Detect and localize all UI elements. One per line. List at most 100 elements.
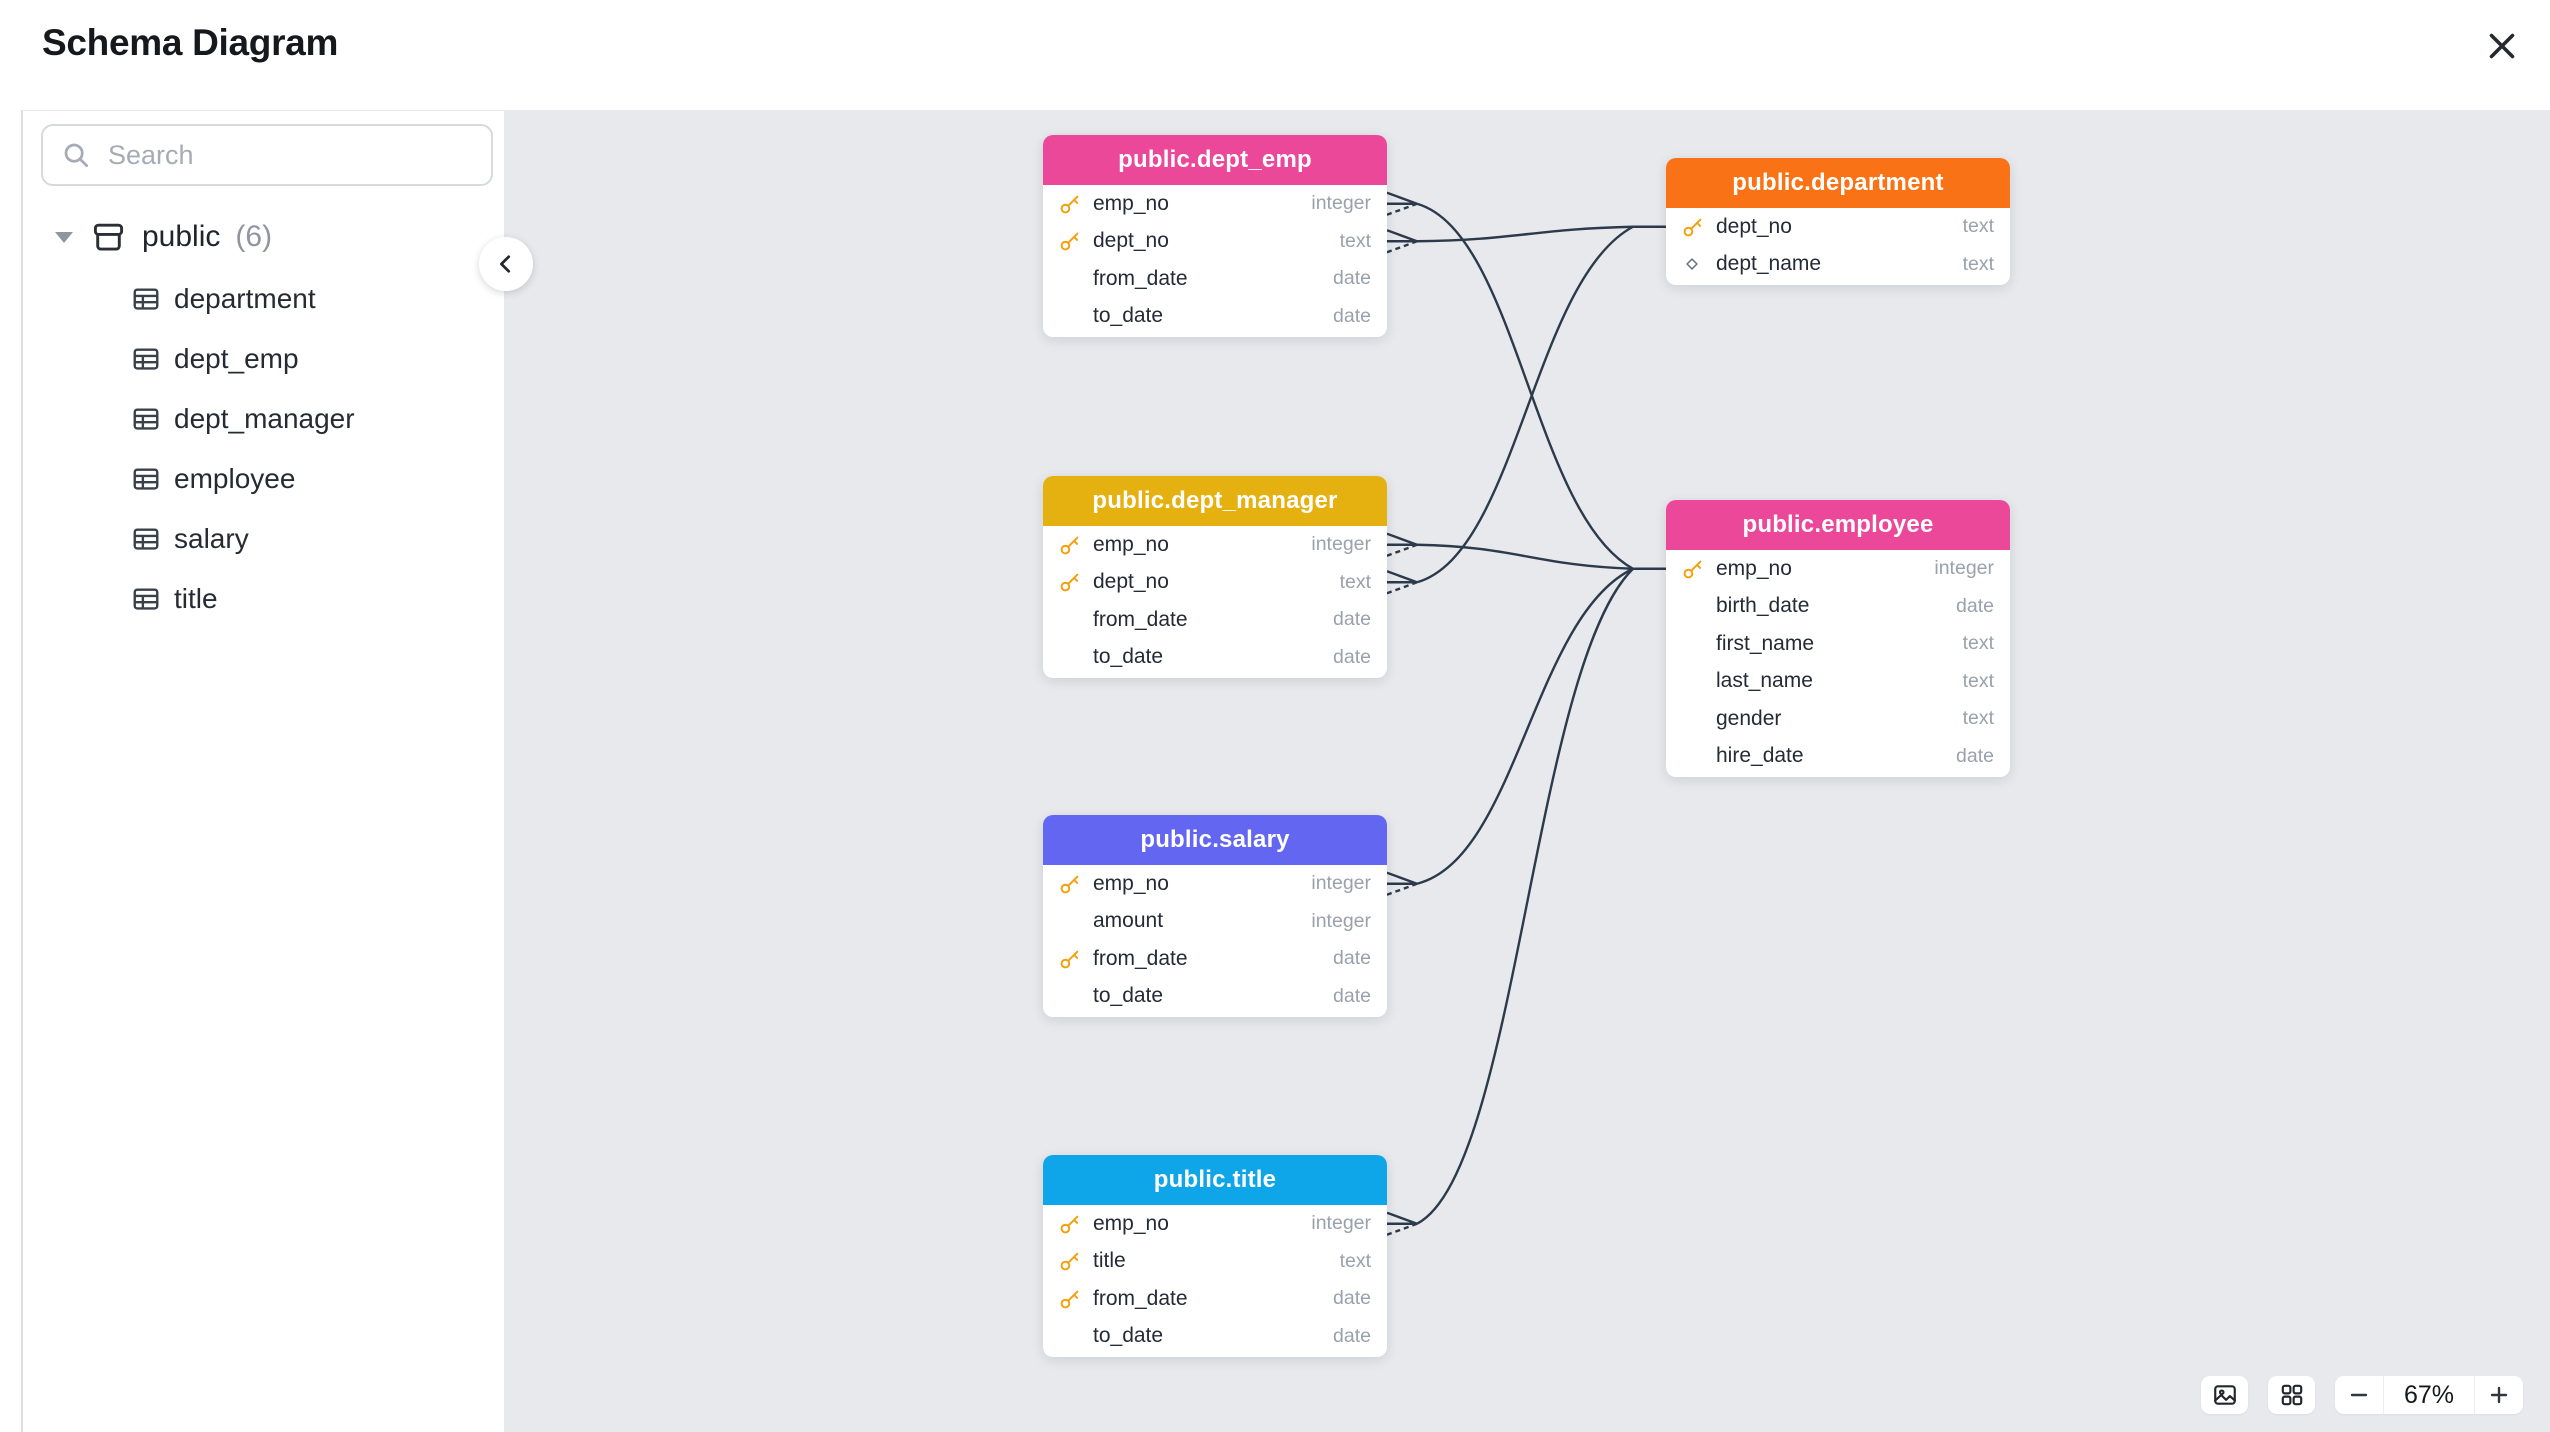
sidebar-table-item-salary[interactable]: salary — [23, 509, 504, 569]
primary-key-icon — [1060, 950, 1079, 969]
field-type: date — [1956, 744, 1994, 767]
field-type: integer — [1311, 1212, 1371, 1235]
field-name: birth_date — [1716, 594, 1810, 618]
field-type: text — [1962, 215, 1994, 238]
search-input[interactable] — [106, 138, 491, 172]
grid-icon — [2281, 1384, 2302, 1406]
field-name: from_date — [1093, 946, 1188, 970]
relationship-line — [1416, 225, 1634, 584]
relationship-line — [1416, 543, 1634, 570]
field-name: to_date — [1093, 1324, 1164, 1348]
sidebar-table-item-dept_manager[interactable]: dept_manager — [23, 389, 504, 449]
table-node-dept_emp[interactable]: public.dept_emp emp_no integer dept_no t… — [1043, 135, 1387, 337]
table-icon — [133, 468, 159, 490]
field-type: integer — [1311, 192, 1371, 215]
field-type: integer — [1311, 533, 1371, 556]
primary-key-icon — [1060, 875, 1079, 894]
primary-key-icon — [1060, 536, 1079, 555]
table-node-employee[interactable]: public.employee emp_no integer birth_dat… — [1666, 500, 2010, 777]
field-row: dept_no text — [1043, 223, 1387, 261]
field-name: emp_no — [1093, 1211, 1169, 1235]
table-node-title: public.dept_emp — [1118, 146, 1312, 173]
field-type: text — [1962, 669, 1994, 692]
sidebar-table-item-department[interactable]: department — [23, 269, 504, 329]
table-name: dept_emp — [174, 343, 299, 374]
field-row: amount integer — [1043, 903, 1387, 941]
table-icon — [133, 588, 159, 610]
table-node-dept_manager[interactable]: public.dept_manager emp_no integer dept_… — [1043, 476, 1387, 678]
field-type: text — [1339, 1249, 1371, 1272]
relationship-line — [1416, 567, 1634, 885]
field-type: date — [1956, 594, 1994, 617]
table-name: department — [174, 283, 316, 314]
field-row: emp_no integer — [1666, 550, 2010, 588]
field-row: from_date date — [1043, 601, 1387, 639]
field-row: from_date date — [1043, 1280, 1387, 1318]
sidebar-table-item-dept_emp[interactable]: dept_emp — [23, 329, 504, 389]
field-row: to_date date — [1043, 639, 1387, 677]
field-name: emp_no — [1716, 556, 1792, 580]
export-image-button[interactable] — [2201, 1376, 2248, 1414]
field-name: from_date — [1093, 1286, 1188, 1310]
schema-name: public — [142, 220, 221, 253]
table-node-department[interactable]: public.department dept_no text dept_name… — [1666, 158, 2010, 285]
diagram-canvas[interactable]: public.dept_emp emp_no integer dept_no t… — [505, 110, 2550, 1432]
field-name: dept_no — [1093, 229, 1169, 253]
relationship-edges — [1386, 191, 1666, 1236]
field-name: from_date — [1093, 266, 1188, 290]
field-row: emp_no integer — [1043, 1205, 1387, 1243]
table-list: department dept_emp dept_manager employe… — [23, 269, 504, 629]
field-row: from_date date — [1043, 940, 1387, 978]
field-row: hire_date date — [1666, 738, 2010, 776]
field-row: last_name text — [1666, 663, 2010, 701]
table-name: employee — [174, 463, 296, 494]
field-type: text — [1339, 570, 1371, 593]
auto-layout-button[interactable] — [2268, 1376, 2315, 1414]
zoom-in-button[interactable] — [2475, 1376, 2523, 1414]
field-row: to_date date — [1043, 1318, 1387, 1356]
schema-icon — [93, 223, 124, 251]
field-row: dept_no text — [1666, 208, 2010, 246]
close-button[interactable] — [2476, 20, 2528, 72]
canvas-toolbar: 67% — [2201, 1376, 2523, 1414]
field-type: date — [1333, 304, 1371, 327]
field-name: from_date — [1093, 607, 1188, 631]
caret-down-icon — [55, 231, 73, 243]
table-node-salary[interactable]: public.salary emp_no integer amount inte… — [1043, 815, 1387, 1017]
search-icon — [64, 143, 88, 167]
zoom-out-button[interactable] — [2335, 1376, 2383, 1414]
field-row: to_date date — [1043, 978, 1387, 1016]
field-name: hire_date — [1716, 744, 1804, 768]
zoom-level: 67% — [2383, 1376, 2475, 1414]
table-name: salary — [174, 523, 249, 554]
schema-tree-root[interactable]: public (6) — [23, 209, 504, 265]
field-name: emp_no — [1093, 871, 1169, 895]
field-name: dept_name — [1716, 252, 1822, 276]
field-name: first_name — [1716, 631, 1815, 655]
table-node-title: public.department — [1732, 169, 1944, 196]
sidebar-table-item-title[interactable]: title — [23, 569, 504, 629]
field-type: date — [1333, 947, 1371, 970]
unique-icon — [1686, 258, 1698, 270]
field-type: text — [1962, 252, 1994, 275]
primary-key-icon — [1060, 1252, 1079, 1271]
sidebar-table-item-employee[interactable]: employee — [23, 449, 504, 509]
sidebar: public (6) department dept_emp dept_mana… — [21, 110, 505, 1432]
field-name: amount — [1093, 909, 1164, 933]
primary-key-icon — [1060, 232, 1079, 251]
relationship-line — [1416, 225, 1634, 243]
field-name: gender — [1716, 706, 1782, 730]
field-name: emp_no — [1093, 532, 1169, 556]
field-type: date — [1333, 645, 1371, 668]
field-type: date — [1333, 608, 1371, 631]
field-row: to_date date — [1043, 298, 1387, 336]
sidebar-collapse-button[interactable] — [479, 237, 533, 291]
table-name: dept_manager — [174, 403, 355, 434]
field-type: date — [1333, 1324, 1371, 1347]
table-name: title — [174, 583, 218, 614]
table-node-title[interactable]: public.title emp_no integer title text f… — [1043, 1155, 1387, 1357]
field-row: emp_no integer — [1043, 185, 1387, 223]
field-name: last_name — [1716, 669, 1813, 693]
field-name: dept_no — [1716, 214, 1792, 238]
